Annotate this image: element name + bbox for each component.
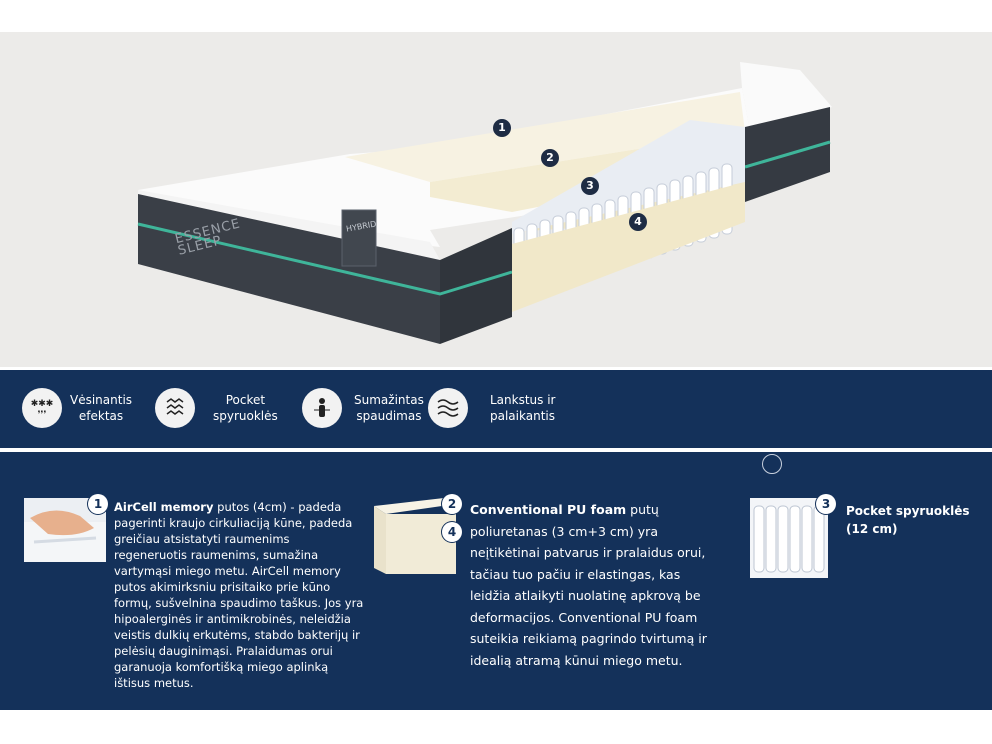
footer-space [0, 710, 992, 744]
memory-foam-image [24, 498, 106, 562]
badge-4: 4 [442, 522, 462, 542]
badge-2: 2 [442, 494, 462, 514]
springs-subtitle: (12 cm) [846, 522, 898, 536]
pocket-springs [512, 120, 745, 234]
pu-foam-title: Conventional PU foam [470, 502, 627, 517]
marker-1: 1 [493, 119, 511, 137]
accent-stripe [137, 222, 513, 296]
feature-cooling-label: Vėsinantis efektas [70, 393, 133, 423]
badge-1: 1 [88, 494, 108, 514]
springs-title: Pocket spyruoklės [846, 504, 970, 518]
memory-title: AirCell memory [114, 500, 214, 514]
feature-pressure: Sumažintas spaudimas [302, 388, 424, 428]
pu-foam-text: putų poliuretanas (3 cm+3 cm) yra neįtik… [470, 502, 707, 668]
pu-foam-description: Conventional PU foam putų poliuretanas (… [470, 499, 720, 671]
layer-memory-foam [345, 92, 745, 182]
mattress-illustration [137, 62, 832, 344]
details-panel: 1 AirCell memory putos (4cm) - padeda pa… [0, 452, 992, 710]
layer-bottom-pu-foam [512, 182, 745, 312]
badge-3: 3 [816, 494, 836, 514]
svg-text:❜❜❜: ❜❜❜ [38, 410, 47, 420]
layers-wave-icon [428, 388, 468, 428]
svg-text:✱✱✱: ✱✱✱ [31, 399, 54, 409]
person-pressure-icon [302, 388, 342, 428]
feature-springs: Pocket spyruoklės [155, 388, 278, 428]
mattress-side-front [138, 194, 440, 344]
feature-flexible: Lankstus ir palaikantis [428, 388, 556, 428]
marker-2: 2 [541, 149, 559, 167]
feature-springs-label: Pocket spyruoklės [213, 393, 278, 423]
spring-coil-icon [155, 388, 195, 428]
circle-outline-icon [762, 454, 782, 474]
feature-flexible-label: Lankstus ir palaikantis [490, 393, 556, 423]
memory-description: AirCell memory putos (4cm) - padeda page… [114, 499, 364, 691]
pocket-springs-image [750, 498, 828, 578]
features-band: ✱✱✱❜❜❜ Vėsinantis efektas Pocket spyruok… [0, 370, 992, 448]
memory-text: putos (4cm) - padeda pagerinti kraujo ci… [114, 500, 364, 690]
mattress-hero: ESSENCE SLEEP HYBRID 1 2 3 4 [0, 32, 992, 367]
mattress-top-back [740, 62, 832, 132]
snowflake-drops-icon: ✱✱✱❜❜❜ [22, 388, 62, 428]
marker-3: 3 [581, 177, 599, 195]
feature-cooling: ✱✱✱❜❜❜ Vėsinantis efektas [22, 388, 132, 428]
hybrid-tag [341, 209, 377, 267]
feature-pressure-label: Sumažintas spaudimas [354, 393, 424, 423]
marker-4: 4 [629, 213, 647, 231]
springs-description: Pocket spyruoklės (12 cm) [846, 502, 986, 538]
